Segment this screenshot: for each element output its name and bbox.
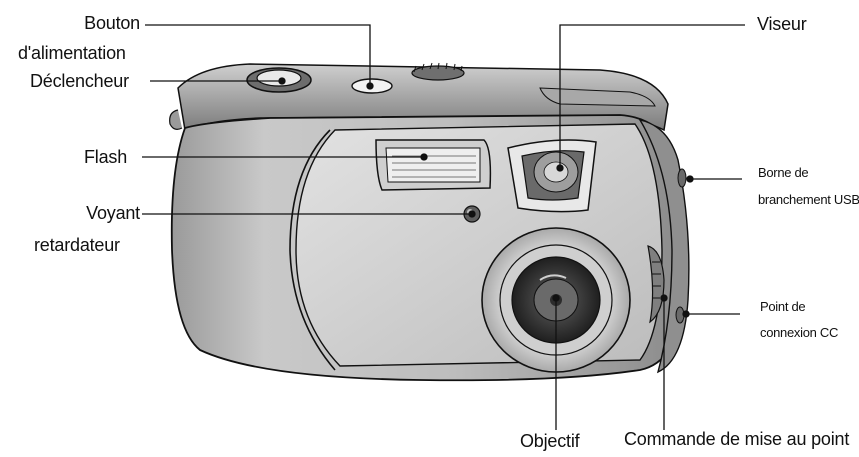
- label-lens: Objectif: [520, 430, 580, 452]
- label-self-timer-line2: retardateur: [34, 235, 120, 255]
- label-usb-line1: Borne de: [758, 165, 809, 180]
- label-shutter-text: Déclencheur: [30, 71, 129, 91]
- label-dc-line2: connexion CC: [760, 325, 839, 340]
- label-lens-text: Objectif: [520, 431, 580, 451]
- focus-switch: [647, 245, 665, 324]
- label-self-timer-cont: retardateur: [34, 234, 120, 256]
- mode-dial: [411, 62, 465, 81]
- leader-viewfinder: [559, 24, 745, 168]
- label-dc-port: Point de connexion CC: [760, 297, 838, 343]
- viewfinder-window: [507, 139, 597, 213]
- label-focus-text: Commande de mise au point: [624, 429, 850, 449]
- label-self-timer-line1: Voyant: [86, 203, 140, 223]
- usb-port: [677, 168, 687, 188]
- label-power-button-line1: Bouton: [84, 13, 140, 33]
- leader-power-button: [145, 24, 371, 86]
- label-usb-line2: branchement USB: [758, 192, 859, 207]
- label-power-button-cont: d'alimentation: [18, 42, 126, 64]
- label-viewfinder: Viseur: [757, 13, 807, 35]
- label-power-button: Bouton: [50, 12, 140, 34]
- left-strap-lug: [169, 109, 183, 130]
- label-dc-line1: Point de: [760, 299, 806, 314]
- flash-window: [375, 139, 492, 191]
- label-flash: Flash: [84, 146, 127, 168]
- leader-lines: [142, 24, 745, 430]
- label-viewfinder-text: Viseur: [757, 14, 807, 34]
- label-shutter: Déclencheur: [30, 70, 129, 92]
- label-focus-switch: Commande de mise au point: [624, 428, 849, 450]
- label-usb-port: Borne de branchement USB: [758, 163, 859, 210]
- camera-right-side: [638, 118, 690, 374]
- top-lcd-window: [539, 87, 656, 107]
- label-power-button-line2: d'alimentation: [18, 43, 126, 63]
- label-flash-text: Flash: [84, 147, 128, 167]
- grip-curve: [289, 129, 336, 371]
- label-self-timer: Voyant: [40, 202, 140, 224]
